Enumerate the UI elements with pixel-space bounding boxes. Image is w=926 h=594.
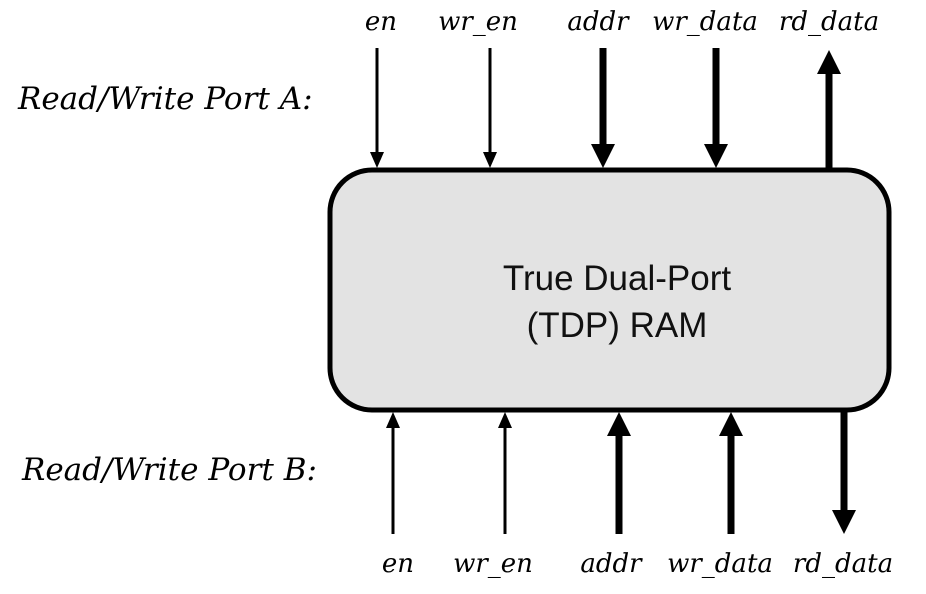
port-a-wr-en-arrowhead: [483, 152, 497, 168]
port-a-rd-data-arrowhead: [817, 50, 841, 74]
port-b-addr-arrowhead: [607, 412, 631, 436]
ram-block-body: [327, 167, 892, 413]
ram-block: True Dual-Port (TDP) RAM: [327, 167, 892, 413]
port-b-wr-en-arrowhead: [498, 412, 512, 428]
port-a-signals: en wr_en addr wr_data rd_data: [365, 7, 879, 168]
port-b-addr-label: addr: [580, 549, 643, 579]
port-a-addr-arrowhead: [591, 144, 615, 168]
port-b-wr-data-label: wr_data: [667, 549, 773, 579]
port-a-wr-data-label: wr_data: [652, 7, 758, 37]
port-b-signals: en wr_en addr wr_data rd_data: [382, 412, 893, 579]
port-a-wr-en-label: wr_en: [438, 7, 518, 37]
port-a-label: Read/Write Port A:: [17, 81, 313, 117]
port-b-en-arrowhead: [386, 412, 400, 428]
ram-block-title-line1: True Dual-Port: [503, 259, 731, 298]
port-a-en-arrowhead: [370, 152, 384, 168]
port-b-wr-en-label: wr_en: [453, 549, 533, 579]
port-a-rd-data-label: rd_data: [779, 7, 879, 37]
port-b-rd-data-arrowhead: [832, 510, 856, 534]
port-a-en-label: en: [365, 7, 397, 37]
port-b-label: Read/Write Port B:: [21, 452, 317, 488]
port-a-wr-data-arrowhead: [704, 144, 728, 168]
ram-block-title-line2: (TDP) RAM: [527, 306, 708, 345]
port-b-en-label: en: [382, 549, 414, 579]
port-b-wr-data-arrowhead: [719, 412, 743, 436]
port-b-rd-data-label: rd_data: [793, 549, 893, 579]
port-a-addr-label: addr: [567, 7, 630, 37]
